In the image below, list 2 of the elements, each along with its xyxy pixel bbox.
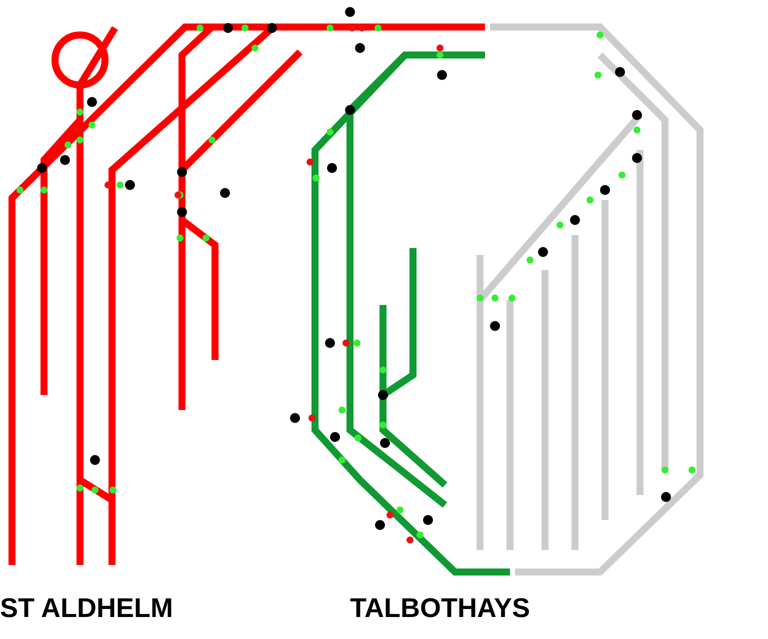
station-name: TALBOTHAYS bbox=[350, 593, 530, 623]
station-name: ST ALDHELM bbox=[0, 593, 173, 623]
